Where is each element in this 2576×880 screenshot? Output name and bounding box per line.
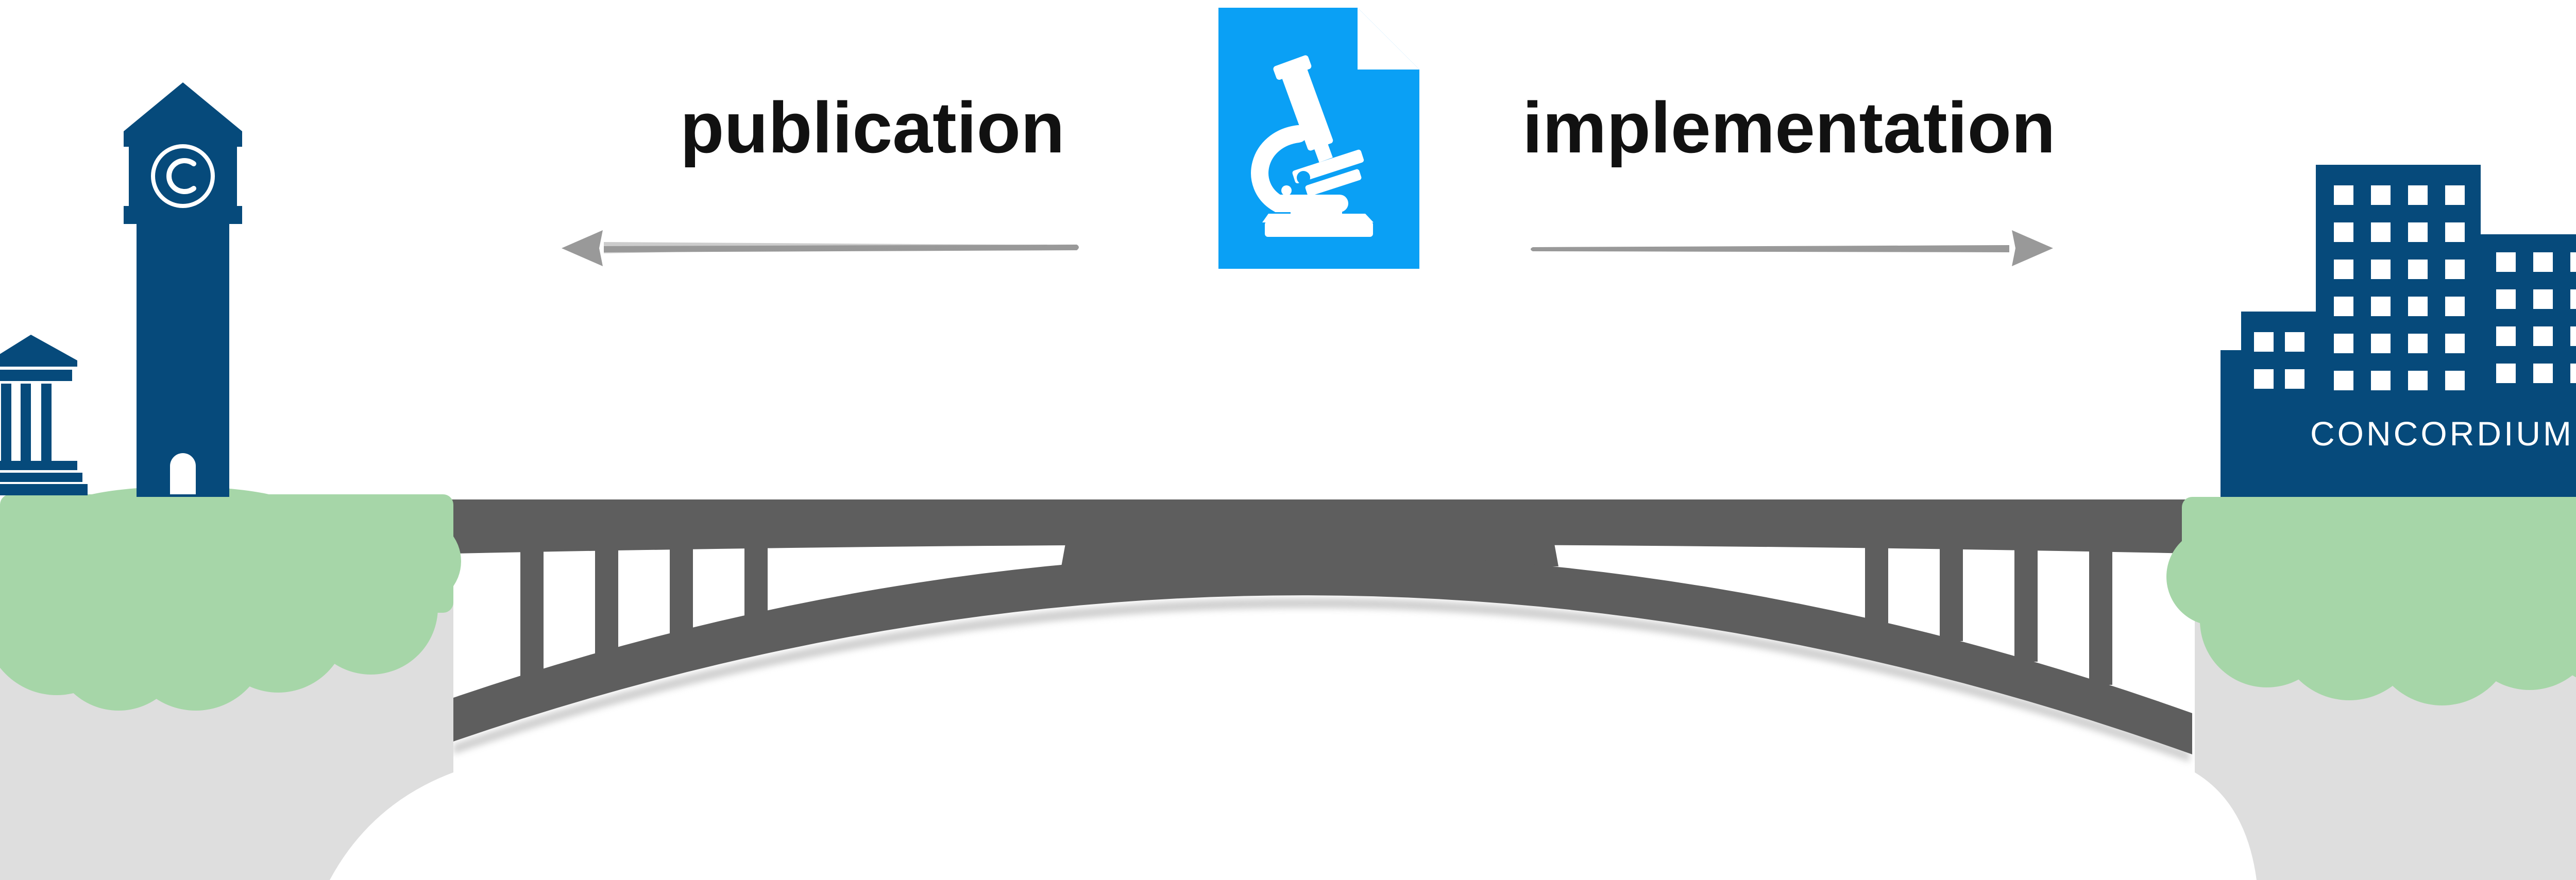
right-grass <box>2166 474 2576 705</box>
window <box>2334 260 2353 279</box>
window <box>2371 297 2391 316</box>
implementation-arrow <box>1531 230 2053 266</box>
window <box>2533 364 2553 383</box>
window <box>2408 334 2428 353</box>
window <box>2371 371 2391 390</box>
bridge-supports-left <box>520 536 768 685</box>
window <box>2445 260 2465 279</box>
scientific-paper-icon[interactable] <box>1218 8 1419 269</box>
bridge-arch <box>453 553 2192 754</box>
window <box>2445 334 2465 353</box>
left-grass <box>0 487 461 711</box>
window <box>2254 332 2274 352</box>
building-windows <box>2254 185 2576 390</box>
clock-tower-icon <box>124 82 242 497</box>
window <box>2408 297 2428 316</box>
left-cliff <box>0 487 461 880</box>
window <box>2533 252 2553 272</box>
bridge-supports-right <box>1865 536 2112 685</box>
window <box>2445 371 2465 390</box>
window <box>2254 369 2274 389</box>
window <box>2570 364 2576 383</box>
window <box>2570 289 2576 309</box>
publication-arrow <box>562 230 1079 266</box>
window <box>2334 297 2353 316</box>
window <box>2533 289 2553 309</box>
window <box>2334 371 2353 390</box>
company-name: CONCORDIUM <box>2310 415 2574 453</box>
window <box>2285 332 2304 352</box>
publication-label: publication <box>680 87 1065 168</box>
window <box>2334 185 2353 205</box>
bridge <box>443 499 2205 762</box>
window <box>2445 185 2465 205</box>
window <box>2533 326 2553 346</box>
window <box>2408 222 2428 242</box>
implementation-label: implementation <box>1522 87 2056 168</box>
classical-building-icon <box>0 335 88 495</box>
window <box>2371 260 2391 279</box>
window <box>2496 364 2516 383</box>
window <box>2496 289 2516 309</box>
window <box>2496 252 2516 272</box>
right-cliff <box>2166 474 2576 880</box>
window <box>2408 371 2428 390</box>
window <box>2445 222 2465 242</box>
window <box>2408 185 2428 205</box>
microscope-icon <box>1251 55 1374 237</box>
window <box>2371 185 2391 205</box>
window <box>2371 222 2391 242</box>
window <box>2285 369 2304 389</box>
window <box>2334 222 2353 242</box>
window <box>2334 334 2353 353</box>
window <box>2408 260 2428 279</box>
window <box>2570 252 2576 272</box>
window <box>2371 334 2391 353</box>
office-building-icon: CONCORDIUM <box>2221 165 2576 497</box>
window <box>2445 297 2465 316</box>
window <box>2496 326 2516 346</box>
window <box>2570 326 2576 346</box>
